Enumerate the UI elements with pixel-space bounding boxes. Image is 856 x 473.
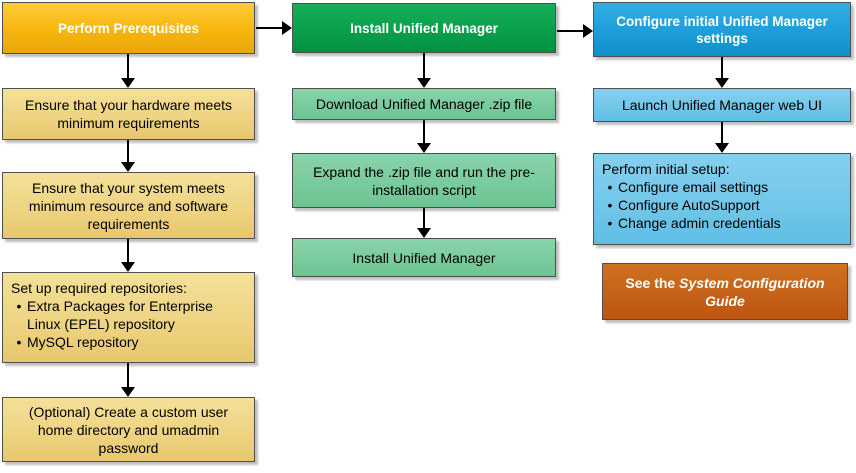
list-item: • Configure AutoSupport — [602, 196, 842, 214]
arrow-right-icon — [256, 21, 292, 35]
bullet-icon: • — [607, 197, 613, 213]
step-perform-initial-setup-intro: Perform initial setup: — [602, 161, 730, 177]
step-hardware-requirements: Ensure that your hardware meets minimum … — [2, 88, 255, 140]
bullet-icon: • — [607, 215, 613, 231]
bullet-icon: • — [607, 179, 613, 195]
note-prefix: See the — [625, 274, 680, 291]
list-item: • Configure email settings — [602, 178, 842, 196]
arrow-right-icon — [557, 24, 593, 38]
list-item: • MySQL repository — [11, 333, 246, 351]
arrow-down-icon — [417, 120, 431, 153]
list-item-text: Change admin credentials — [618, 215, 781, 231]
step-perform-initial-setup: Perform initial setup: • Configure email… — [593, 153, 851, 245]
header-configure-initial-settings: Configure initial Unified Manager settin… — [593, 2, 851, 57]
bullet-icon: • — [16, 298, 22, 314]
bullet-icon: • — [16, 334, 22, 350]
step-expand-zip-run-script: Expand the .zip file and run the pre-ins… — [292, 153, 556, 208]
step-optional-home-directory: (Optional) Create a custom user home dir… — [2, 397, 255, 462]
step-setup-repositories: Set up required repositories: • Extra Pa… — [2, 272, 255, 363]
list-item-text: Configure AutoSupport — [618, 197, 760, 213]
arrow-down-icon — [417, 208, 431, 238]
arrow-down-icon — [121, 239, 135, 272]
arrow-down-icon — [715, 122, 729, 153]
step-system-requirements: Ensure that your system meets minimum re… — [2, 172, 255, 239]
list-item: • Change admin credentials — [602, 214, 842, 232]
list-item: • Extra Packages for Enterprise Linux (E… — [11, 297, 246, 333]
note-guide-title: System Configuration Guide — [679, 274, 825, 309]
arrow-down-icon — [121, 54, 135, 88]
arrow-down-icon — [715, 57, 729, 88]
step-launch-web-ui: Launch Unified Manager web UI — [593, 88, 851, 122]
arrow-down-icon — [417, 53, 431, 88]
header-install-unified-manager: Install Unified Manager — [292, 3, 556, 53]
list-item-text: MySQL repository — [27, 334, 139, 350]
list-item-text: Configure email settings — [618, 179, 769, 195]
step-install-unified-manager: Install Unified Manager — [292, 238, 556, 277]
step-setup-repositories-intro: Set up required repositories: — [11, 280, 187, 296]
arrow-down-icon — [121, 140, 135, 172]
note-system-configuration-guide: See the System Configuration Guide — [602, 263, 848, 320]
arrow-down-icon — [121, 363, 135, 397]
header-perform-prerequisites: Perform Prerequisites — [2, 2, 255, 54]
list-item-text: Extra Packages for Enterprise Linux (EPE… — [27, 298, 213, 332]
step-download-zip: Download Unified Manager .zip file — [292, 88, 556, 120]
